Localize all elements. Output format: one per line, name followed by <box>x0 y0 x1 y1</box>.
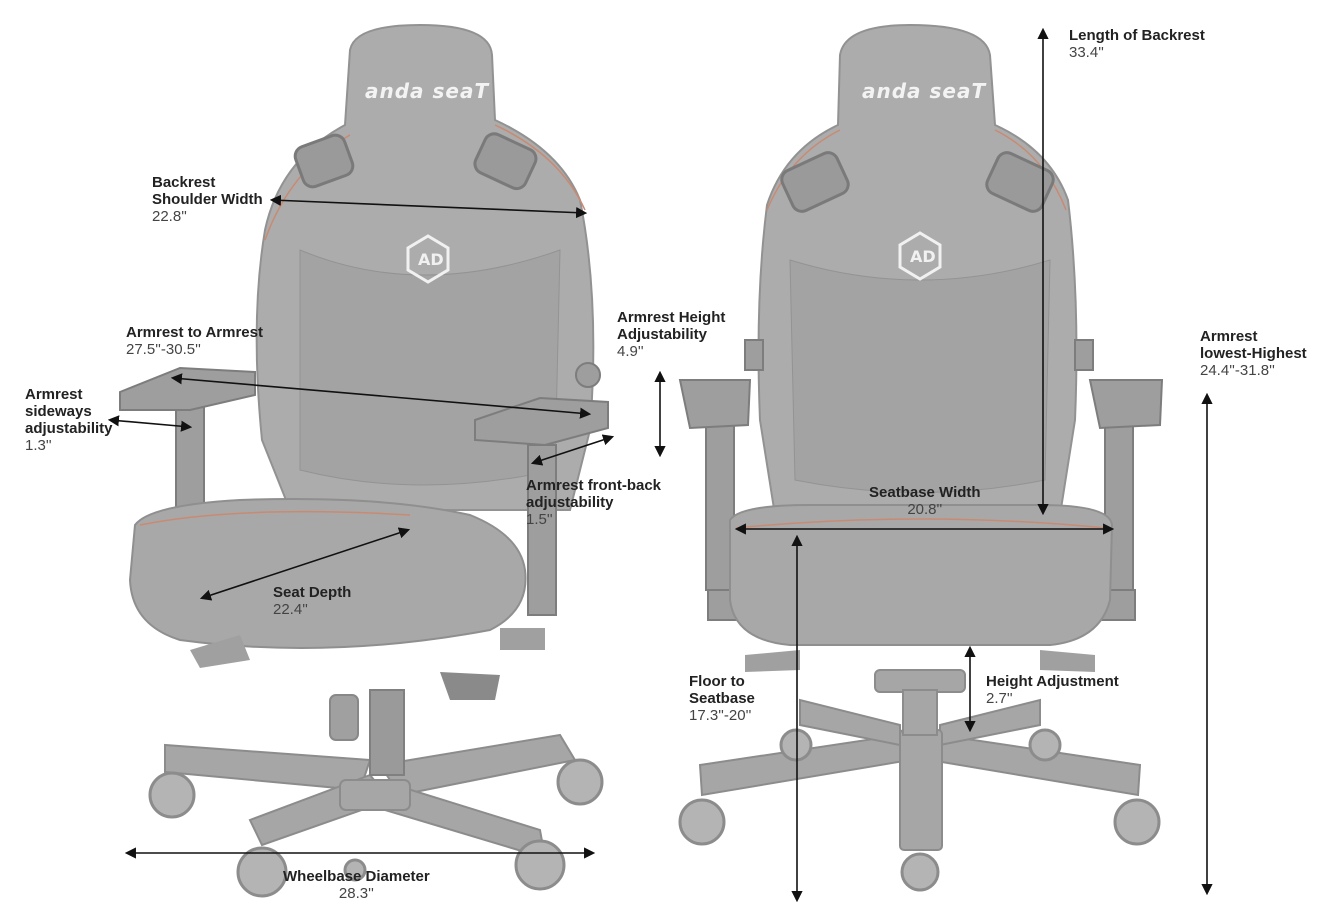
label-title: Armrest to Armrest <box>126 324 263 341</box>
right-chair-wheels <box>678 728 1161 892</box>
label-title: Shoulder Width <box>152 191 263 208</box>
left-chair-wheels <box>148 758 604 898</box>
label-value: 17.3''-20'' <box>689 707 752 724</box>
label-armrest-to-armrest: Armrest to Armrest 27.5''-30.5'' <box>126 324 263 358</box>
label-title: Armrest front-back <box>526 477 662 494</box>
label-armrest-front-back: Armrest front-back adjustability 1.5'' <box>526 477 661 528</box>
label-value: 2.7'' <box>986 690 1013 707</box>
left-chair-brand-logo: anda seaT <box>365 79 489 103</box>
label-floor-to-seatbase: Floor to Seatbase 17.3''-20'' <box>689 673 755 724</box>
label-value: 4.9'' <box>617 343 644 360</box>
left-chair-ad-emblem-icon: AD <box>406 234 450 284</box>
label-title: adjustability <box>25 420 113 437</box>
label-value: 24.4''-31.8'' <box>1200 362 1275 379</box>
label-title: Seatbase <box>689 690 755 707</box>
right-chair-ad-emblem-icon: AD <box>898 231 942 281</box>
label-height-adjustment: Height Adjustment 2.7'' <box>986 673 1119 707</box>
label-wheelbase-diameter: Wheelbase Diameter 28.3'' <box>283 868 430 902</box>
left-chair-seat <box>128 498 527 649</box>
arrow-armrest-sideways <box>107 415 193 432</box>
label-length-of-backrest: Length of Backrest 33.4'' <box>1069 27 1205 61</box>
label-seat-depth: Seat Depth 22.4'' <box>273 584 351 618</box>
left-chair-base <box>164 733 577 860</box>
right-chair-armrests <box>678 339 1164 621</box>
label-title: sideways <box>25 403 92 420</box>
label-value: 1.5'' <box>526 511 553 528</box>
label-armrest-sideways: Armrest sideways adjustability 1.3'' <box>25 386 113 454</box>
label-value: 22.8'' <box>152 208 187 225</box>
label-title: lowest-Highest <box>1200 345 1307 362</box>
label-value: 20.8'' <box>907 501 943 518</box>
label-seatbase-width: Seatbase Width 20.8'' <box>869 484 981 518</box>
label-title: Adjustability <box>617 326 708 343</box>
label-title: Armrest <box>25 386 83 403</box>
label-value: 27.5''-30.5'' <box>126 341 201 358</box>
label-title: Floor to <box>689 673 745 690</box>
arrow-seat-depth <box>199 527 411 601</box>
left-chair: anda seaT AD <box>119 23 609 898</box>
right-chair-brand-logo: anda seaT <box>862 79 986 103</box>
label-title: Backrest <box>152 174 216 191</box>
arrow-backrest-shoulder-width <box>269 194 588 219</box>
label-title: adjustability <box>526 494 614 511</box>
label-value: 1.3'' <box>25 437 52 454</box>
label-value: 33.4'' <box>1069 44 1104 61</box>
label-title: Wheelbase Diameter <box>283 868 430 885</box>
label-title: Height Adjustment <box>986 673 1119 690</box>
svg-text:AD: AD <box>910 247 936 266</box>
label-backrest-shoulder-width: Backrest Shoulder Width 22.8'' <box>152 174 263 225</box>
label-title: Armrest Height <box>617 309 726 326</box>
label-title: Seat Depth <box>273 584 352 601</box>
label-title: Length of Backrest <box>1069 27 1205 44</box>
label-title: Seatbase Width <box>869 484 981 501</box>
label-armrest-height-adjustability: Armrest Height Adjustability 4.9'' <box>617 309 725 360</box>
label-armrest-lowest-highest: Armrest lowest-Highest 24.4''-31.8'' <box>1200 328 1307 379</box>
svg-text:AD: AD <box>418 250 444 269</box>
right-chair: anda seaT AD <box>678 23 1164 892</box>
label-title: Armrest <box>1200 328 1258 345</box>
label-value: 28.3'' <box>338 885 374 902</box>
right-chair-seat <box>729 504 1114 646</box>
arrow-armrest-front-back <box>530 434 615 466</box>
arrow-armrest-to-armrest <box>170 373 592 419</box>
dimension-arrows <box>107 27 1213 903</box>
right-chair-base <box>698 669 1142 851</box>
label-value: 22.4'' <box>273 601 308 618</box>
